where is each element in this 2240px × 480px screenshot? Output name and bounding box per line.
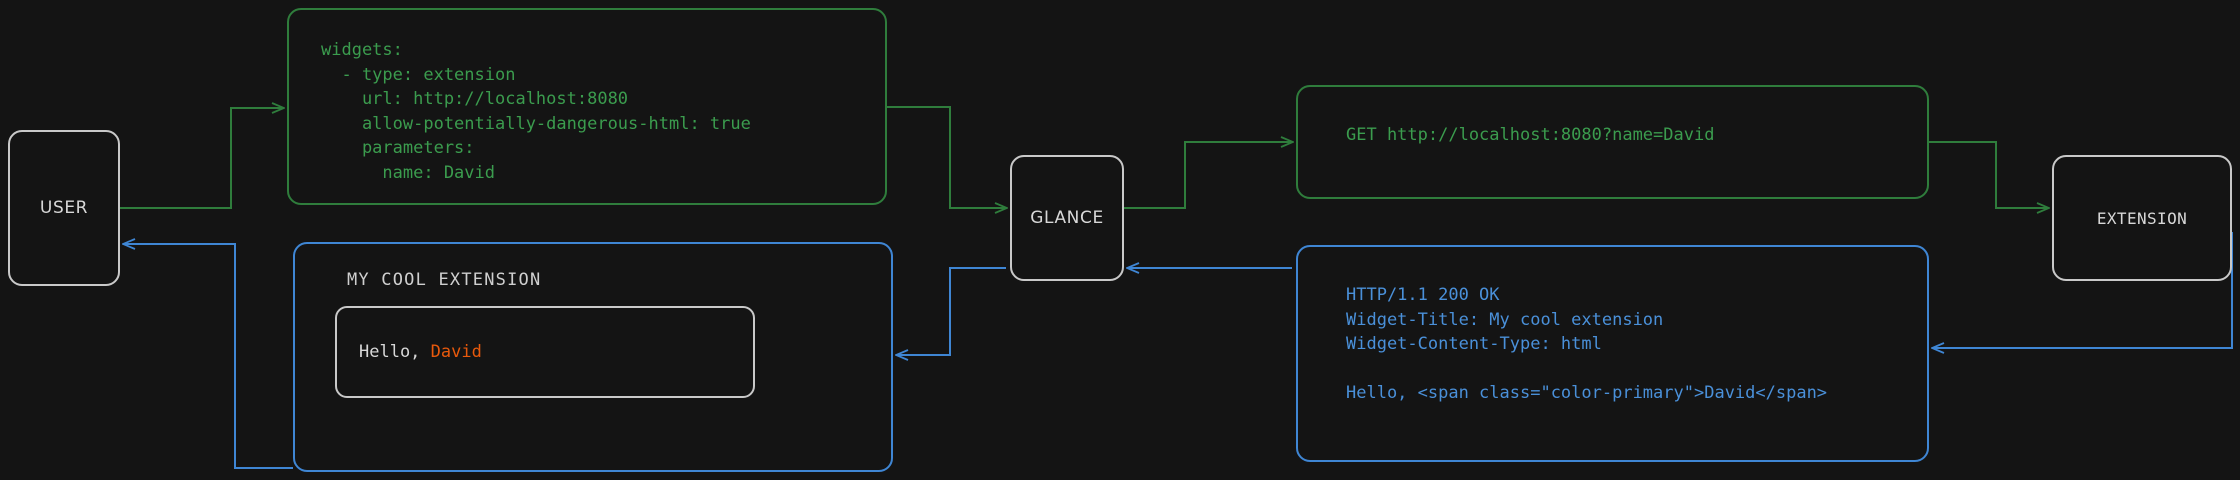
widget-greeting-name: David (430, 342, 482, 362)
edge-glance-to-request (1124, 142, 1292, 209)
edge-request-to-extension (1929, 141, 2048, 208)
http-request-text: GET http://localhost:8080?name=David (1346, 125, 1715, 145)
widget-preview-title: MY COOL EXTENSION (347, 270, 542, 290)
node-user-label: USER (39, 198, 89, 218)
edge-glance-to-widget (897, 267, 1006, 355)
http-request-box: GET http://localhost:8080?name=David (1296, 85, 1929, 199)
http-response-text: HTTP/1.1 200 OK Widget-Title: My cool ex… (1346, 285, 1828, 403)
widget-preview-card: Hello, David (335, 306, 755, 398)
node-extension[interactable]: EXTENSION (2052, 155, 2232, 281)
config-yaml-text: widgets: - type: extension url: http://l… (321, 40, 751, 183)
http-response-box: HTTP/1.1 200 OK Widget-Title: My cool ex… (1296, 245, 1929, 462)
node-user[interactable]: USER (8, 130, 120, 286)
edge-user-to-config (120, 108, 283, 209)
widget-preview-box: MY COOL EXTENSION Hello, David (293, 242, 893, 472)
edge-widget-to-user (124, 244, 293, 469)
edge-config-to-glance (887, 106, 1006, 208)
node-glance[interactable]: GLANCE (1010, 155, 1124, 281)
config-yaml-box: widgets: - type: extension url: http://l… (287, 8, 887, 205)
node-extension-label: EXTENSION (2096, 208, 2188, 228)
widget-preview-body: Hello, David (337, 342, 482, 362)
widget-greeting-text: Hello, (359, 342, 431, 362)
node-glance-label: GLANCE (1030, 208, 1104, 228)
